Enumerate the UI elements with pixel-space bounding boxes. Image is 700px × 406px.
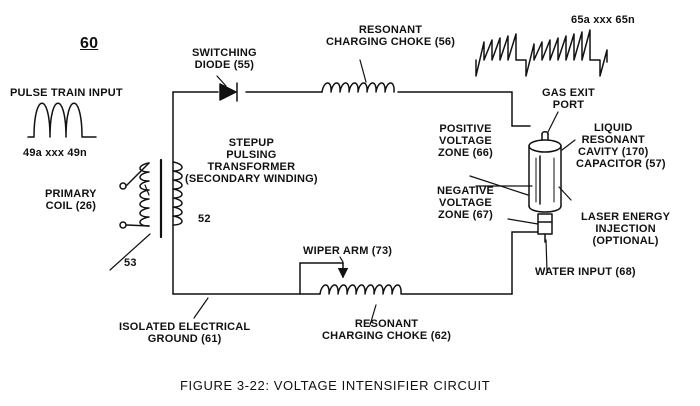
cavity-label: LIQUID RESONANT CAVITY (170) [578, 122, 649, 158]
transformer-label: STEPUP PULSING TRANSFORMER (SECONDARY WI… [185, 137, 318, 185]
choke-bottom-label: RESONANT CHARGING CHOKE (62) [322, 318, 452, 342]
circuit-wires [172, 91, 539, 295]
input-terminal-top [119, 182, 127, 190]
water-input-label: WATER INPUT (68) [535, 266, 636, 278]
resonant-cavity [528, 131, 562, 243]
water-input-port [537, 213, 553, 235]
output-pulse-range-label: 65a xxx 65n [571, 14, 635, 26]
switching-diode [219, 82, 238, 102]
switching-diode-label: SWITCHING DIODE (55) [192, 47, 257, 71]
primary-coil-label: PRIMARY COIL (26) [45, 188, 97, 212]
figure-caption: FIGURE 3-22: VOLTAGE INTENSIFIER CIRCUIT [180, 378, 491, 393]
wiper-arm [299, 262, 349, 295]
gas-exit-port-label: GAS EXIT PORT [542, 87, 595, 111]
pulse-input-range-label: 49a xxx 49n [23, 147, 87, 159]
choke-top-label: RESONANT CHARGING CHOKE (56) [326, 24, 456, 48]
negative-zone-label: NEGATIVE VOLTAGE ZONE (67) [437, 185, 495, 221]
input-terminal-bottom [119, 221, 127, 229]
output-pulse-train [475, 29, 608, 77]
figure-ref-number: 60 [80, 35, 99, 52]
resonant-choke-top [321, 82, 395, 93]
secondary-ref-label: 52 [198, 213, 211, 225]
ground-label: ISOLATED ELECTRICAL GROUND (61) [119, 321, 251, 345]
resonant-choke-bottom [319, 284, 402, 295]
input-pulse-train [27, 102, 97, 138]
secondary-coil [172, 161, 183, 226]
wiper-arm-label: WIPER ARM (73) [303, 245, 393, 257]
core-ref-label: 53 [124, 257, 137, 269]
positive-zone-label: POSITIVE VOLTAGE ZONE (66) [438, 123, 493, 159]
capacitor-label: CAPACITOR (57) [576, 158, 666, 170]
pulse-train-input-label: PULSE TRAIN INPUT [10, 87, 123, 99]
primary-coil [139, 162, 150, 227]
laser-injection-label: LASER ENERGY INJECTION (OPTIONAL) [581, 211, 671, 247]
stepup-transformer [125, 158, 183, 239]
leader-lines [109, 59, 576, 326]
